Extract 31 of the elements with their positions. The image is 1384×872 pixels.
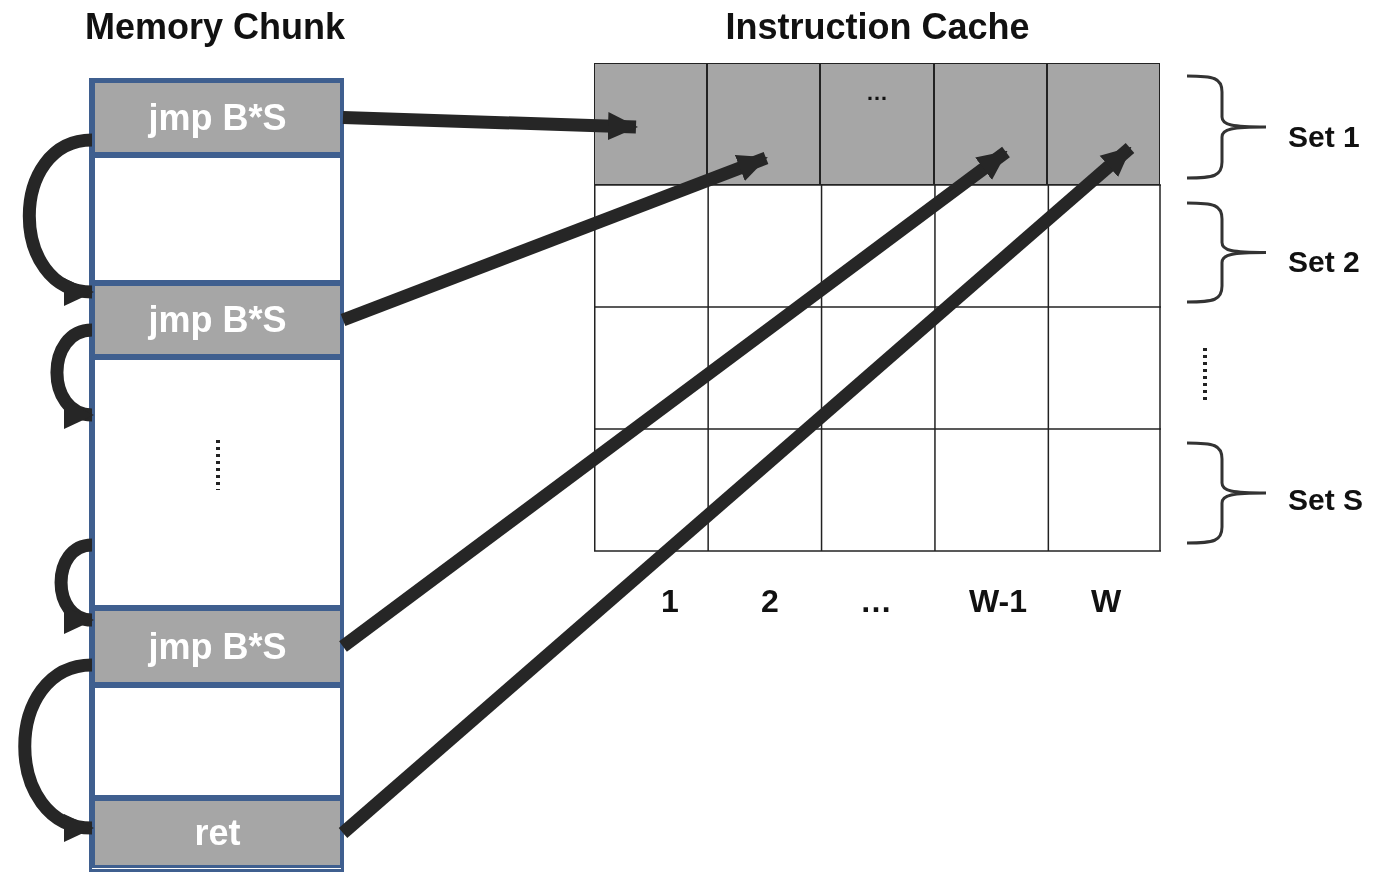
instruction-text: jmp B*S	[148, 628, 287, 665]
arrow	[339, 146, 1010, 652]
memory-block	[92, 357, 343, 608]
column-label: 2	[761, 585, 779, 617]
column-label: …	[860, 585, 892, 617]
cache-slot	[1047, 63, 1160, 185]
ellipsis: …	[866, 82, 888, 104]
column-label: W-1	[969, 585, 1027, 617]
cache-slot	[934, 63, 1047, 185]
arrow	[338, 143, 1135, 838]
instruction-block	[92, 798, 343, 868]
instruction-block	[92, 80, 343, 155]
arrow	[340, 151, 769, 327]
column-label: 1	[661, 585, 679, 617]
cache-slot	[707, 63, 820, 185]
instruction-text: ret	[194, 815, 241, 851]
instruction-text: jmp B*S	[148, 302, 287, 338]
heading: Instruction Cache	[724, 6, 1031, 48]
set-label: Set 1	[1288, 122, 1360, 152]
arrow	[342, 111, 638, 141]
heading: Memory Chunk	[83, 6, 346, 48]
cache-slot	[594, 63, 707, 185]
set-label: Set S	[1288, 485, 1364, 515]
memory-block	[92, 685, 343, 798]
cache-slot	[820, 63, 934, 185]
memory-block	[92, 155, 343, 283]
column-label: W	[1090, 585, 1122, 617]
instruction-block	[92, 283, 343, 357]
instruction-text: jmp B*S	[148, 99, 287, 136]
set-label: Set 2	[1288, 247, 1360, 277]
instruction-block	[92, 608, 343, 685]
